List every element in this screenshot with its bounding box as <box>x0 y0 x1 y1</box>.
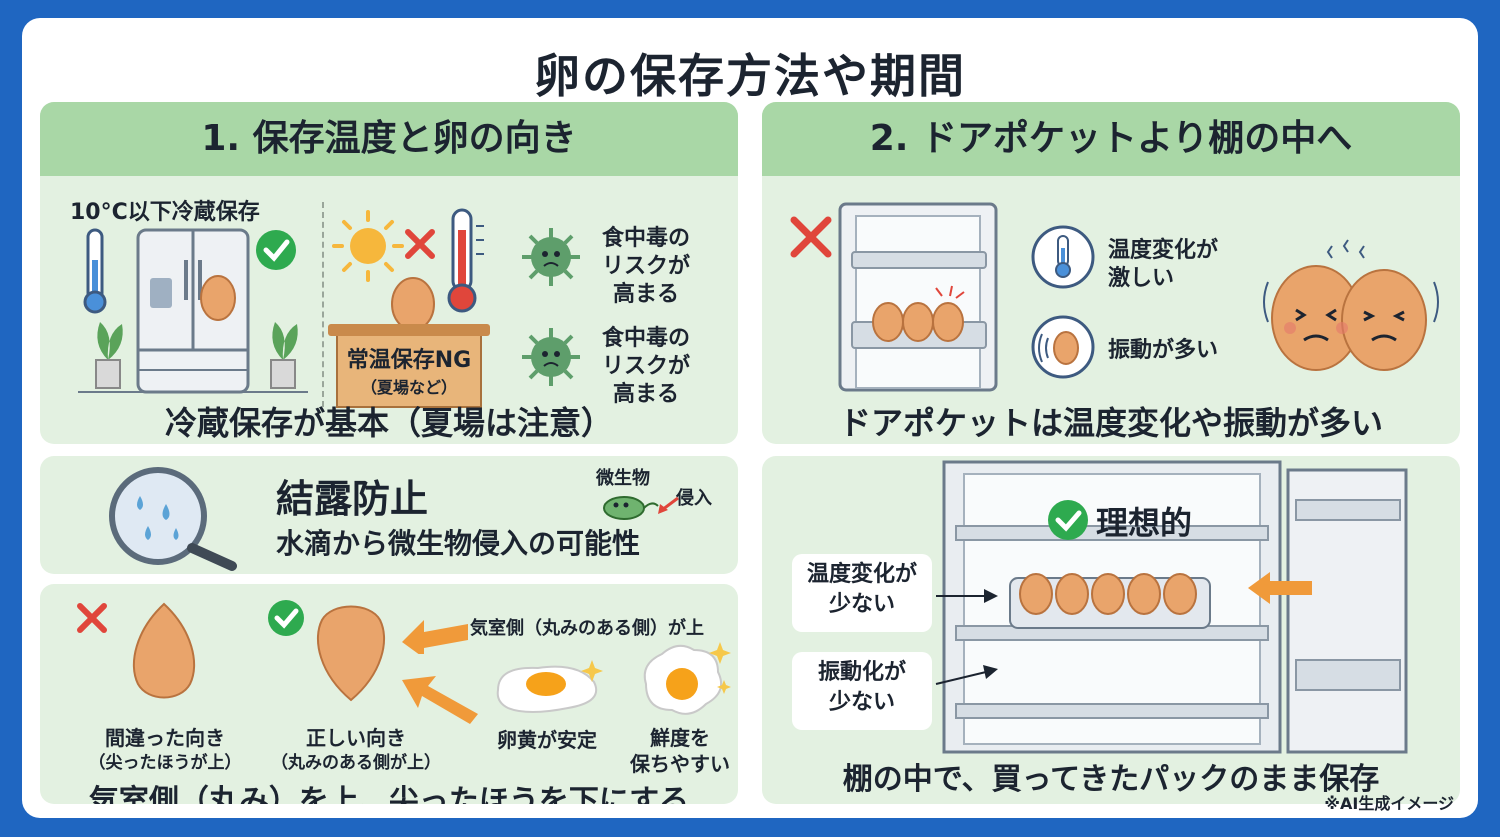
callout-temp-change: 温度変化が 少ない <box>792 554 932 632</box>
check-icon <box>268 600 304 636</box>
shaking-eggs-icon <box>1263 239 1439 371</box>
callout-temp-change-line-1: 温度変化が <box>806 562 917 587</box>
main-card: 卵の保存方法や期間 1. 保存温度と卵の向き 10°C以下冷蔵保存 <box>22 18 1478 818</box>
divider <box>322 202 324 407</box>
microbe-label: 微生物 <box>596 468 650 489</box>
right-orientation-sub: （丸みのある側が上） <box>271 753 441 773</box>
magnifier-icon <box>109 467 237 571</box>
vibration-label: 振動が多い <box>1108 338 1219 363</box>
fridge-label: 10°C以下冷蔵保存 <box>70 200 260 225</box>
cross-icon <box>790 216 832 258</box>
risk-2-line-1: 食中毒の <box>601 326 690 351</box>
egg-icon <box>391 277 435 331</box>
callout-vibration: 振動化が 少ない <box>792 652 932 730</box>
ai-image-note: ※AI生成イメージ <box>1324 794 1454 813</box>
condensation-heading: 結露防止 <box>276 477 429 521</box>
germ-icon <box>522 328 580 386</box>
fresh-egg-icon <box>643 642 731 715</box>
cross-icon <box>405 229 435 259</box>
panel-door-pocket: 2. ドアポケットより棚の中へ 温度変化が 激しい 振動が多い <box>762 102 1460 444</box>
fridge-door-icon <box>838 202 998 392</box>
panel-ideal-shelf: 理想的 温度変化が 少ない 振動化が 少ない 棚の中で、買ってきたパックのまま保… <box>762 456 1460 804</box>
panel-ideal-shelf-caption: 棚の中で、買ってきたパックのまま保存 <box>842 762 1380 797</box>
panel-door-pocket-caption: ドアポケットは温度変化や振動が多い <box>838 404 1383 442</box>
condensation-subtitle: 水滴から微生物侵入の可能性 <box>276 527 641 560</box>
fried-egg-icon <box>496 660 603 713</box>
wrong-orientation-sub: （尖ったほうが上） <box>88 753 242 773</box>
air-cell-label: 気室側（丸みのある側）が上 <box>470 618 704 639</box>
panel-condensation: 結露防止 水滴から微生物侵入の可能性 微生物 侵入 <box>40 456 738 574</box>
sun-icon <box>332 210 404 282</box>
panel-storage-temp-caption: 冷蔵保存が基本（夏場は注意） <box>164 404 613 442</box>
risk-1-line-2: リスクが <box>601 254 690 279</box>
microbe-icon <box>603 496 659 520</box>
invade-label: 侵入 <box>676 488 712 509</box>
vibrating-egg-icon <box>1031 315 1095 379</box>
arrow-icon <box>936 589 998 603</box>
fridge-icon <box>78 228 308 394</box>
room-temp-stand-top <box>328 324 490 336</box>
callout-vibration-line-2: 少ない <box>828 690 895 715</box>
temp-change-line-2: 激しい <box>1108 266 1175 291</box>
room-temp-sub: （夏場など） <box>360 378 457 397</box>
risk-2-line-3: 高まる <box>612 382 679 407</box>
panel-egg-orientation: 気室側（丸みのある側）が上 間違った向き （尖ったほうが上） 正しい向き （丸み… <box>40 584 738 804</box>
panel-egg-orientation-caption: 気室側（丸み）を上、尖ったほうを下にする <box>88 784 690 804</box>
risk-1-line-1: 食中毒の <box>601 226 690 251</box>
callout-vibration-line-1: 振動化が <box>817 660 906 685</box>
arrow-icon <box>402 620 468 654</box>
check-icon <box>1048 500 1088 540</box>
germ-icon <box>522 228 580 286</box>
wrong-orientation-label: 間違った向き <box>105 726 225 750</box>
fresh-label-line-1: 鮮度を <box>650 726 710 750</box>
thermometer-hot-icon <box>447 208 484 313</box>
cross-icon <box>77 603 107 633</box>
panel-storage-temp-heading: 1. 保存温度と卵の向き <box>40 102 738 176</box>
thermometer-icon <box>1031 225 1095 289</box>
room-temp-stand <box>336 330 482 408</box>
arrow-icon <box>935 665 998 685</box>
ideal-label: 理想的 <box>1096 504 1193 542</box>
arrow-icon <box>1248 572 1312 604</box>
egg-pointed-up-icon <box>132 602 196 699</box>
fresh-label-line-2: 保ちやすい <box>630 752 730 776</box>
risk-1-line-3: 高まる <box>612 282 679 307</box>
room-temp-label: 常温保存NG <box>346 348 472 373</box>
egg-round-up-icon <box>316 605 386 702</box>
risk-2-line-2: リスクが <box>601 354 690 379</box>
arrow-icon <box>658 496 679 514</box>
panel-door-pocket-heading: 2. ドアポケットより棚の中へ <box>762 102 1460 176</box>
page-title: 卵の保存方法や期間 <box>534 49 966 103</box>
temp-change-line-1: 温度変化が <box>1108 238 1219 263</box>
open-fridge-icon <box>942 460 1408 754</box>
arrow-icon <box>402 676 478 724</box>
panel-storage-temp: 1. 保存温度と卵の向き 10°C以下冷蔵保存 <box>40 102 738 444</box>
right-orientation-label: 正しい向き <box>306 726 406 750</box>
callout-temp-change-line-2: 少ない <box>828 592 895 617</box>
yolk-stable-label: 卵黄が安定 <box>497 728 597 752</box>
